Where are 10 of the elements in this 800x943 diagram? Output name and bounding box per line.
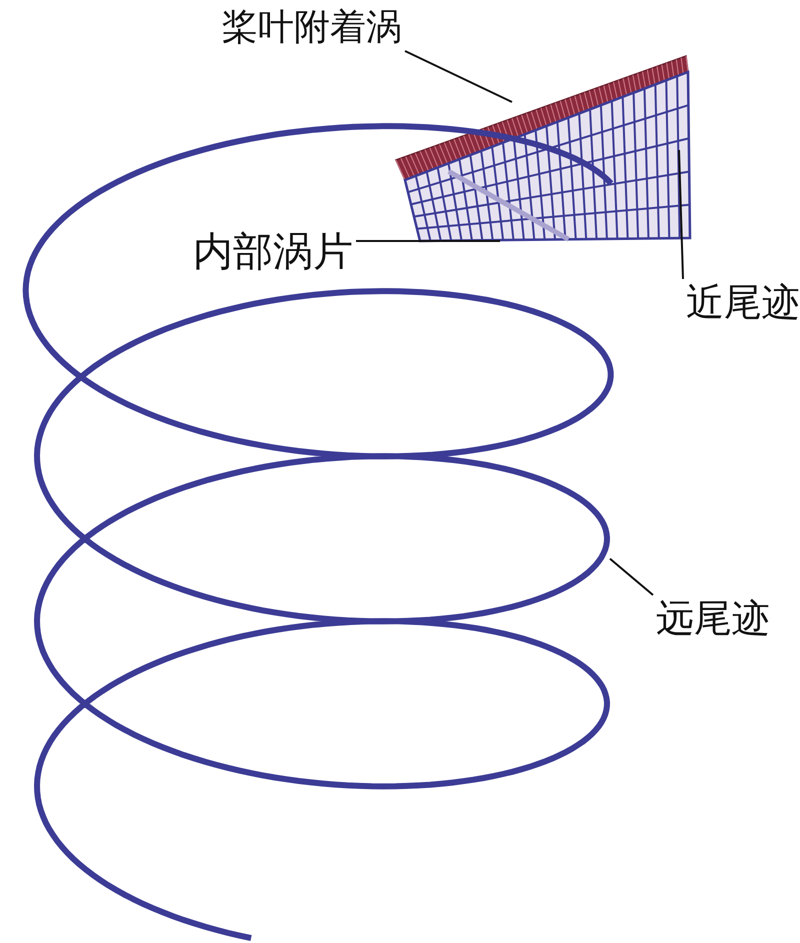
callout-label: 桨叶附着涡 — [222, 8, 402, 48]
callout-label: 远尾迹 — [656, 598, 770, 638]
helical-wake-curve — [22, 123, 614, 941]
leader-line — [609, 558, 654, 596]
callout-label: 近尾迹 — [686, 282, 800, 322]
vortex-sheet-mesh — [404, 70, 692, 242]
callout-label: 内部涡片 — [193, 232, 353, 272]
leader-line — [404, 50, 512, 103]
leader-line — [678, 150, 684, 280]
leader-line — [356, 240, 500, 242]
